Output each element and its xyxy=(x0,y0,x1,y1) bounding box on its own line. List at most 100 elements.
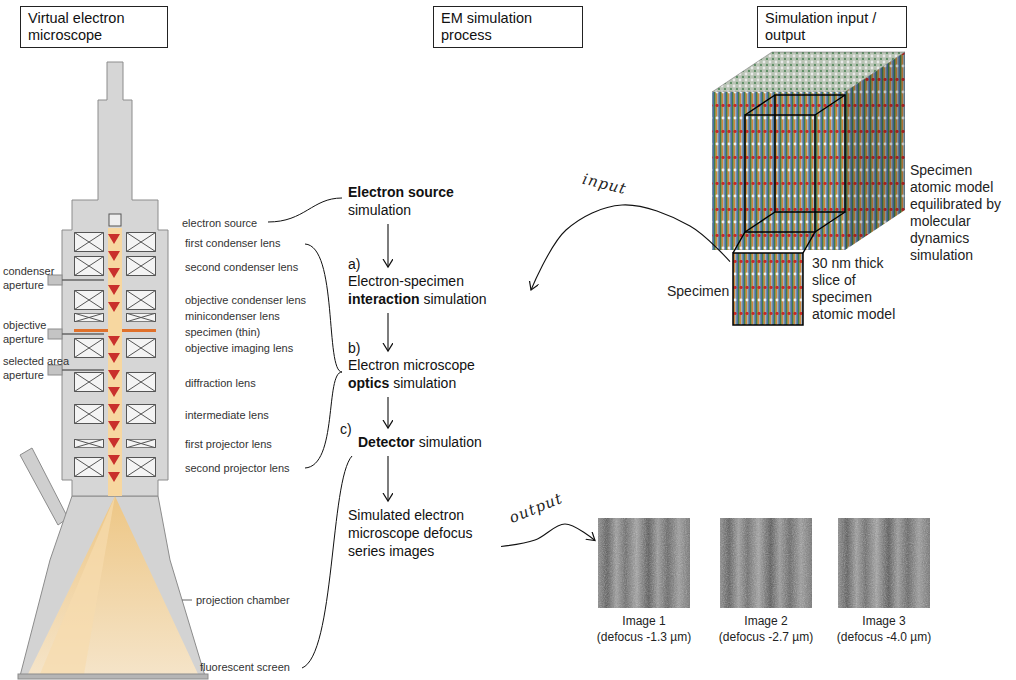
beam-arrow xyxy=(108,234,120,244)
part-label: diffraction lens xyxy=(185,376,256,390)
lens-symbol xyxy=(127,313,156,322)
lens-symbol xyxy=(127,291,156,310)
part-label: objective condenser lens xyxy=(185,293,306,307)
beam-arrow xyxy=(108,455,120,465)
simulated-image-picture xyxy=(598,518,690,608)
process-step: Simulated electron microscope defocus se… xyxy=(348,506,498,560)
node-text: interaction xyxy=(348,290,420,308)
column-header: EM simulation process xyxy=(433,6,583,48)
flow-arrow xyxy=(387,313,388,351)
node-text: Electron microscope xyxy=(348,356,475,374)
beam-arrow xyxy=(108,353,120,363)
part-label: second condenser lens xyxy=(185,260,298,274)
light-cone xyxy=(40,496,115,674)
beam-arrow xyxy=(108,421,120,431)
part-label: selected area aperture xyxy=(3,354,75,382)
lens-symbol xyxy=(75,339,104,358)
simulated-image: Image 3(defocus -4.0 µm) xyxy=(838,518,930,608)
node-text: Virtual electron microscope xyxy=(28,10,160,44)
flow-arrow xyxy=(387,224,388,267)
specimen-model-picture xyxy=(712,52,905,325)
node-text: simulation xyxy=(348,201,411,219)
electron-source xyxy=(109,214,121,226)
process-step: Electron sourcesimulation xyxy=(348,183,473,219)
electron-beam xyxy=(108,228,122,496)
simulated-image-picture xyxy=(598,518,930,608)
node-caption: (defocus -2.7 µm) xyxy=(691,630,841,645)
beam-arrow xyxy=(108,438,120,448)
node-text: simulation xyxy=(423,290,486,308)
process-step: Electron microscopeopticssimulation xyxy=(348,356,518,392)
beam-arrow xyxy=(108,285,120,295)
beam-arrow xyxy=(108,404,120,414)
slice-wireframe xyxy=(745,95,845,232)
leader-curve xyxy=(305,244,342,372)
step-letter: c) xyxy=(340,421,352,438)
lens-symbol xyxy=(75,373,104,392)
viewing-tube xyxy=(20,448,68,525)
node-text: Electron-specimen xyxy=(348,272,464,290)
step-letter: b) xyxy=(348,340,360,357)
simulated-image: Image 1(defocus -1.3 µm) xyxy=(598,518,690,608)
aperture-knob xyxy=(48,329,62,339)
specimen-model-picture xyxy=(845,52,905,250)
specimen-slice-picture xyxy=(733,253,803,325)
node-text: Electron source xyxy=(348,183,454,201)
part-label: projection chamber xyxy=(196,593,290,607)
part-label: fluorescent screen xyxy=(200,660,290,674)
simulated-image-picture xyxy=(598,518,690,608)
lens-symbol xyxy=(75,405,104,424)
part-label: condenser aperture xyxy=(3,264,47,292)
beam-arrow xyxy=(108,234,120,482)
part-label: objective imaging lens xyxy=(185,341,293,355)
node-text: Simulated electron microscope defocus se… xyxy=(348,506,498,560)
node-caption: (defocus -4.0 µm) xyxy=(809,630,959,645)
flow-arrow xyxy=(387,456,388,501)
simulated-image-picture xyxy=(838,518,930,608)
edge-label: output xyxy=(507,490,565,527)
simulated-image-picture xyxy=(720,518,812,608)
lens-symbol xyxy=(75,233,104,252)
process-step: Electron-specimeninteractionsimulation xyxy=(348,272,528,308)
slice-wireframe xyxy=(775,95,845,212)
slice-wireframe xyxy=(733,232,815,253)
simulated-image-picture xyxy=(838,518,930,608)
leader-curve xyxy=(268,198,342,222)
beam-arrow xyxy=(108,336,120,346)
node-text: EM simulation process xyxy=(441,10,575,44)
process-step: Detectorsimulation xyxy=(358,433,558,451)
slice-wireframe xyxy=(745,115,815,232)
part-label: second projector lens xyxy=(185,461,290,475)
specimen-model-picture xyxy=(845,52,905,250)
lens-symbol xyxy=(127,373,156,392)
step-letter: a) xyxy=(348,256,360,273)
lens-symbol xyxy=(127,405,156,424)
leader-line xyxy=(182,600,192,601)
lens-symbol xyxy=(127,458,156,477)
part-label: objective aperture xyxy=(3,318,47,346)
beam-arrow xyxy=(108,370,120,380)
node-text: simulation xyxy=(393,374,456,392)
simulated-image: Image 2(defocus -2.7 µm) xyxy=(720,518,812,608)
node-caption: Image 3 xyxy=(809,614,959,629)
aperture-knob xyxy=(48,275,62,285)
flow-arrow xyxy=(531,205,730,290)
lens-symbol xyxy=(75,313,104,322)
slice-wireframe xyxy=(733,95,845,253)
lens-symbol xyxy=(127,233,156,252)
node-text: optics xyxy=(348,374,389,392)
beam-arrow xyxy=(108,302,120,312)
beam-arrow xyxy=(108,251,120,261)
lens-symbol xyxy=(127,257,156,276)
specimen-model: Specimen atomic model equilibrated by mo… xyxy=(712,52,905,250)
flow-arrow xyxy=(387,397,388,428)
projection-chamber xyxy=(20,496,205,676)
node-caption: Specimen atomic model equilibrated by mo… xyxy=(910,162,1012,264)
lens-symbol xyxy=(127,339,156,358)
node-text: simulation xyxy=(419,433,482,451)
beam-arrow xyxy=(108,387,120,397)
screen-plate xyxy=(18,674,208,679)
part-label: electron source xyxy=(182,216,257,230)
column-header: Simulation input / output xyxy=(757,6,907,48)
